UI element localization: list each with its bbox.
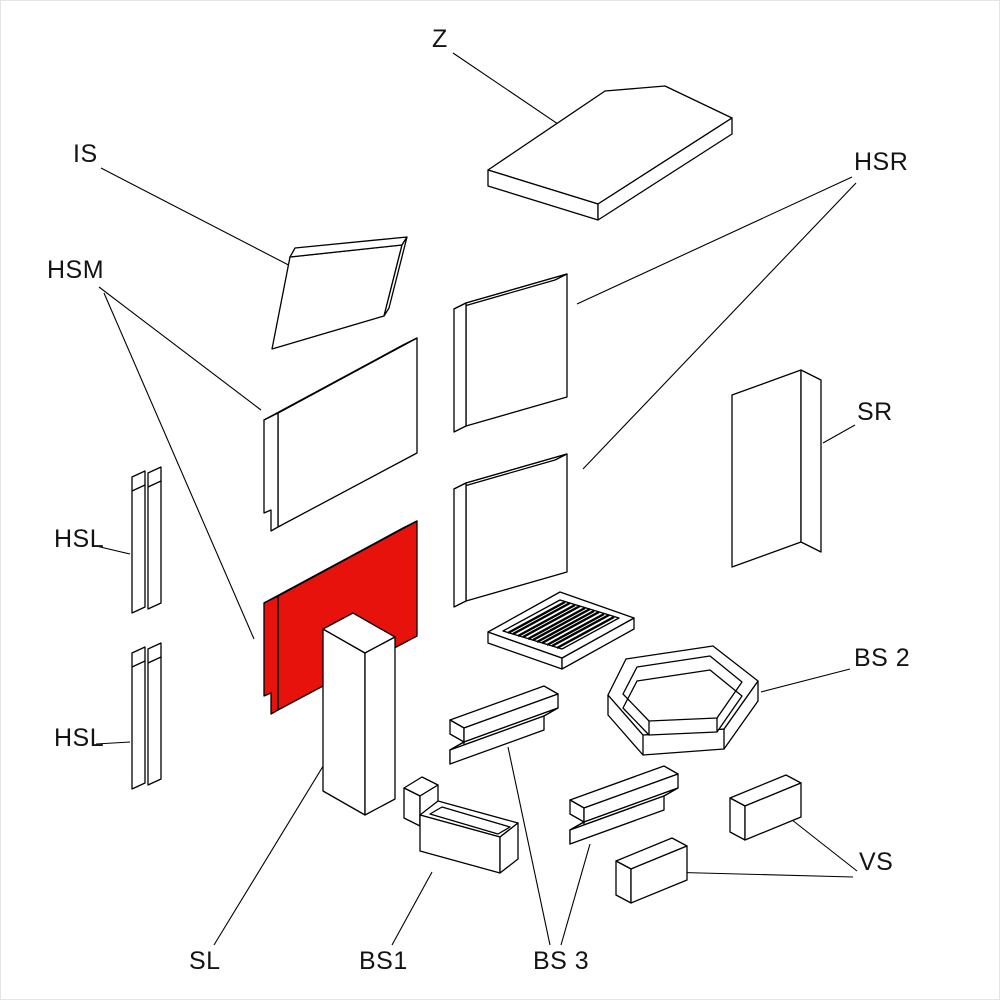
label-sl: SL bbox=[189, 947, 221, 975]
notch-line bbox=[131, 660, 146, 668]
leader-bs3-1 bbox=[507, 746, 551, 946]
ledge-front bbox=[569, 795, 665, 845]
label-bs1: BS1 bbox=[359, 947, 408, 975]
leader-hsr-2 bbox=[582, 182, 857, 470]
label-vs: VS bbox=[859, 848, 894, 876]
strip-right bbox=[147, 466, 162, 610]
strip-right bbox=[147, 642, 162, 786]
part-vs-right-plate bbox=[729, 774, 802, 841]
leader-hsl-upper bbox=[95, 545, 131, 555]
label-z: Z bbox=[432, 25, 448, 53]
strip-left bbox=[131, 646, 146, 790]
leader-hsl-lower bbox=[95, 741, 131, 745]
face-front bbox=[271, 244, 403, 350]
part-sl-panel bbox=[322, 612, 396, 816]
strip-left bbox=[131, 470, 146, 614]
face-front bbox=[729, 797, 746, 841]
label-bs3: BS 3 bbox=[533, 947, 590, 975]
face-front-right bbox=[597, 117, 733, 221]
face-side bbox=[453, 302, 467, 433]
part-hsr-lower-panel bbox=[453, 453, 568, 608]
trough-side-wall bbox=[499, 822, 519, 874]
notch-line bbox=[147, 480, 162, 488]
leader-vs-2 bbox=[662, 871, 854, 878]
part-grate bbox=[487, 591, 635, 670]
part-hsl-upper-strips bbox=[131, 466, 162, 614]
leader-hsr-1 bbox=[576, 176, 853, 305]
leader-sr bbox=[822, 424, 856, 444]
leader-bs3-2 bbox=[560, 843, 591, 946]
part-bs3-rail bbox=[449, 685, 559, 765]
leader-bs2 bbox=[760, 668, 851, 693]
face-front bbox=[322, 628, 366, 816]
face-side bbox=[800, 369, 822, 553]
label-bs2: BS 2 bbox=[854, 644, 911, 672]
part-hsl-lower-strips bbox=[131, 642, 162, 790]
label-is: IS bbox=[73, 140, 98, 168]
face-front bbox=[465, 273, 568, 427]
leader-is bbox=[100, 167, 305, 274]
label-sr: SR bbox=[857, 398, 893, 426]
notch-line bbox=[131, 484, 146, 492]
face-front bbox=[731, 369, 802, 568]
trough-opening bbox=[429, 806, 511, 835]
face-side bbox=[383, 236, 408, 317]
face-side bbox=[630, 845, 688, 904]
grate-slats bbox=[507, 600, 615, 650]
leader-hsm-1 bbox=[98, 286, 262, 411]
part-is-plate bbox=[271, 236, 408, 350]
part-sr-panel bbox=[731, 369, 822, 568]
part-z-top-plate bbox=[487, 85, 733, 221]
label-hsr: HSR bbox=[854, 148, 909, 176]
part-bs1-trough bbox=[403, 776, 519, 874]
part-bs3-channel bbox=[569, 765, 679, 845]
notch-line bbox=[147, 656, 162, 664]
part-vs-left-plate bbox=[615, 837, 688, 904]
label-hsm: HSM bbox=[47, 256, 105, 284]
label-hsl-lower: HSL bbox=[54, 724, 105, 752]
face-side bbox=[744, 782, 802, 841]
part-hsm-upper-panel bbox=[263, 337, 418, 532]
face-side bbox=[453, 482, 467, 608]
ledge-front bbox=[449, 715, 545, 765]
leader-bs1 bbox=[391, 871, 433, 946]
part-bs2-tray bbox=[607, 645, 759, 756]
label-hsl-upper: HSL bbox=[54, 525, 105, 553]
face-front bbox=[615, 860, 632, 904]
leader-hsm-2 bbox=[103, 292, 255, 640]
part-hsr-upper-panel bbox=[453, 273, 568, 433]
face-side-notched bbox=[263, 412, 279, 532]
face-side-notched bbox=[263, 595, 279, 715]
face-front bbox=[277, 337, 418, 528]
face-front bbox=[465, 453, 568, 602]
face-side bbox=[364, 636, 396, 816]
